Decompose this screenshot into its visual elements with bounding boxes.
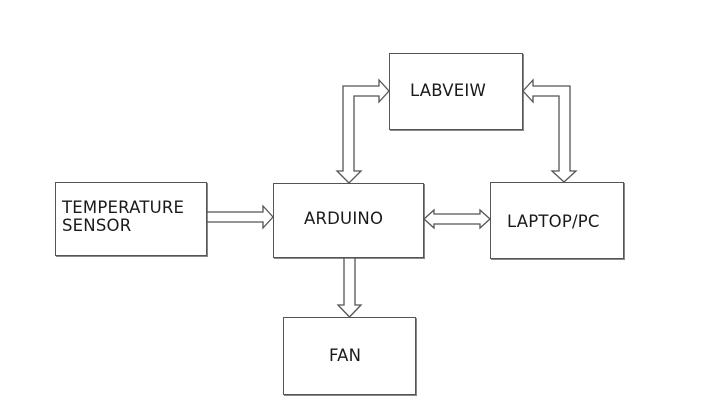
- temperature-sensor-label: TEMPERATURE SENSOR: [62, 198, 185, 235]
- labview-laptop-arrow: [522, 78, 578, 183]
- labview-label: LABVEIW: [410, 81, 486, 100]
- fan-label: FAN: [329, 346, 362, 365]
- labview-box: [389, 53, 523, 130]
- temperature-sensor-box: [55, 182, 207, 256]
- arduino-laptop-arrow: [423, 208, 491, 230]
- laptop-pc-label: LAPTOP/PC: [507, 212, 600, 231]
- arduino-to-fan-arrow: [336, 257, 363, 318]
- arduino-box: [273, 183, 424, 258]
- sensor-to-arduino-arrow: [206, 204, 274, 230]
- arduino-labview-arrow: [335, 78, 390, 184]
- arduino-label: ARDUINO: [304, 209, 384, 228]
- laptop-pc-box: [490, 182, 624, 259]
